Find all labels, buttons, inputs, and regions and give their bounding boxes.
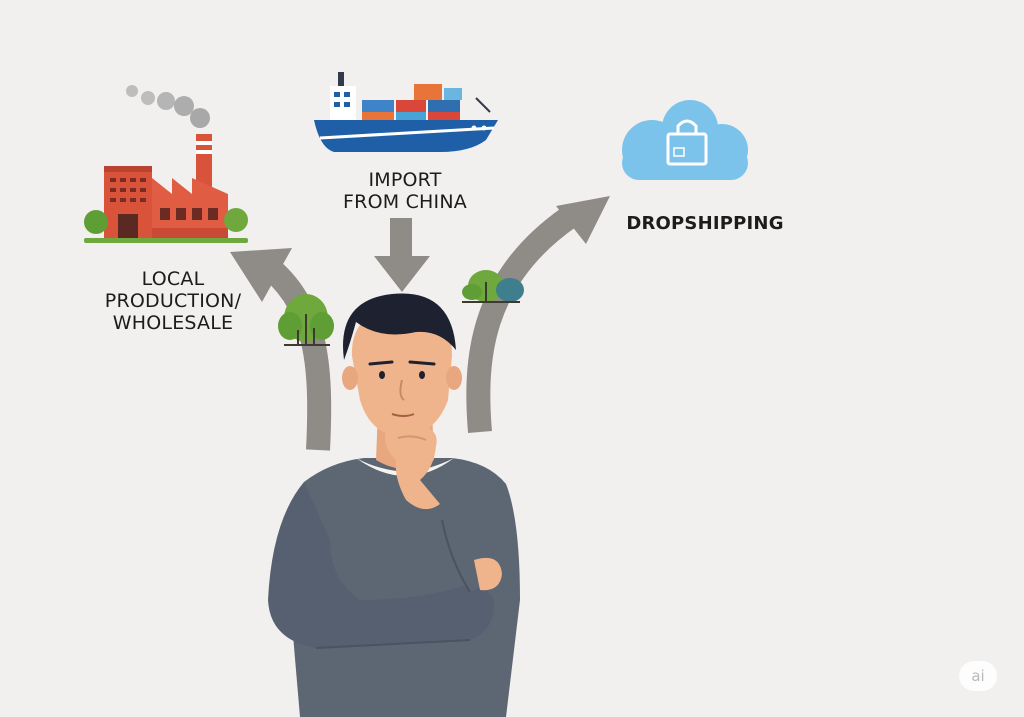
ship-icon xyxy=(314,72,498,152)
import-label-line-2: FROM CHINA xyxy=(343,191,467,213)
ai-watermark: ai xyxy=(959,661,997,691)
local-production-label: LOCAL PRODUCTION/ WHOLESALE xyxy=(98,268,248,334)
cloud-shopping-bag-icon xyxy=(622,100,748,180)
arrow-from-import xyxy=(374,218,430,292)
tree-icon xyxy=(462,270,524,303)
local-label-line-1: LOCAL xyxy=(141,268,205,290)
arrow-to-dropshipping xyxy=(466,196,610,433)
factory-icon xyxy=(84,85,248,243)
local-label-line-2: PRODUCTION/ xyxy=(104,290,242,312)
import-label: IMPORT FROM CHINA xyxy=(330,169,480,213)
person-thinking-illustration xyxy=(268,293,520,717)
import-label-line-1: IMPORT xyxy=(368,169,442,191)
local-label-line-3: WHOLESALE xyxy=(112,312,234,334)
dropshipping-label: DROPSHIPPING xyxy=(626,213,784,234)
tree-icon xyxy=(278,294,334,346)
